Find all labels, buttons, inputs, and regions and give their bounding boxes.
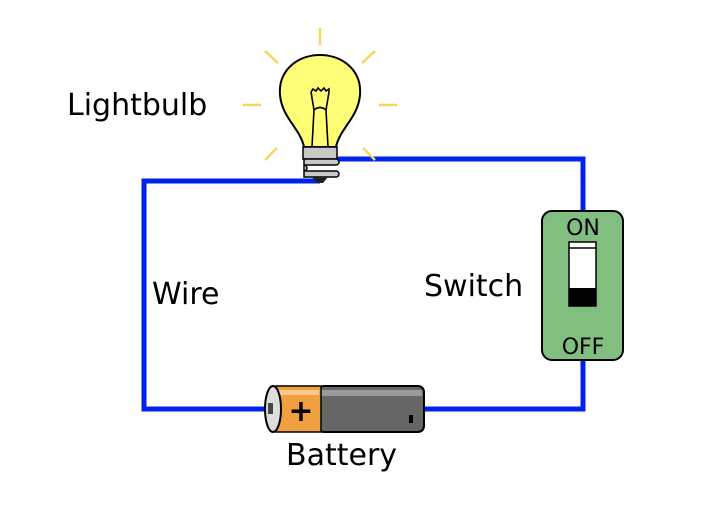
switch-toggle[interactable] [569,288,596,306]
wire-label: Wire [152,277,219,312]
wire-right [424,358,586,412]
switch-icon[interactable]: ON OFF [541,210,624,361]
wire-left [141,178,320,412]
lightbulb-icon [278,53,362,183]
switch-on-label: ON [566,216,600,241]
switch-label: Switch [424,269,523,304]
lightbulb-label: Lightbulb [67,88,207,123]
switch-off-label: OFF [562,335,605,360]
light-rays [243,28,397,161]
wire-top [336,156,586,213]
battery-label: Battery [286,438,397,473]
battery-plus-symbol: + [288,394,313,429]
battery-icon: + [264,385,425,433]
